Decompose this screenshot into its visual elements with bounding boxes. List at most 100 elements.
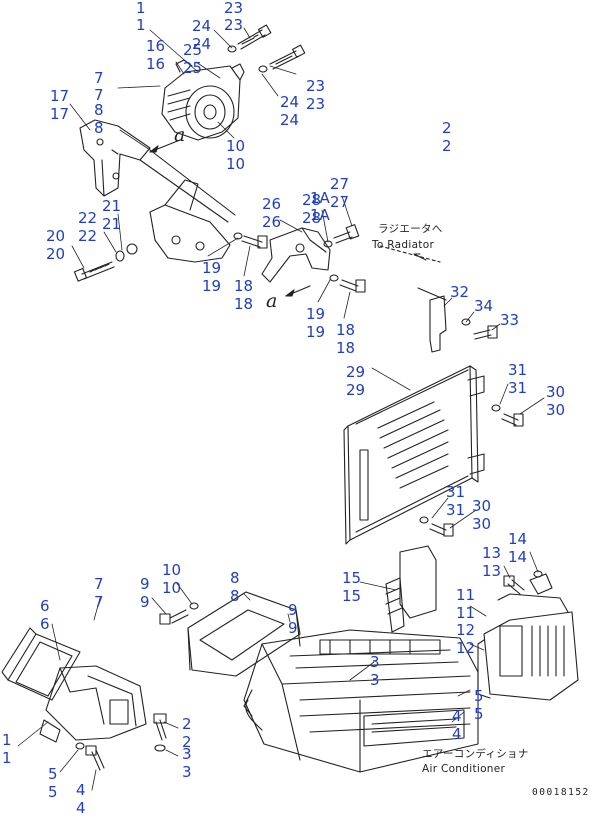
to-radiator-jp: ラジエータへ <box>378 223 443 235</box>
callout-27: 27 <box>330 193 350 211</box>
callout-2: 2 <box>442 137 452 155</box>
callout-9: 9 <box>140 575 150 593</box>
callout-8: 8 <box>94 101 104 119</box>
callout-9: 9 <box>140 593 150 611</box>
callout-2: 2 <box>182 715 192 733</box>
callout-10: 10 <box>226 137 246 155</box>
callout-24: 24 <box>280 111 300 129</box>
callout-9: 9 <box>288 619 298 637</box>
callout-15: 15 <box>342 587 362 605</box>
callout-34: 34 <box>474 297 494 315</box>
callout-12: 12 <box>456 639 476 657</box>
callout-33: 33 <box>500 311 520 329</box>
callout-18: 18 <box>336 339 356 357</box>
compressor <box>161 59 245 141</box>
bolt-9 <box>159 602 199 625</box>
callout-23: 23 <box>224 0 244 17</box>
callout-26: 26 <box>262 213 282 231</box>
bolt-20 <box>73 243 138 282</box>
callout-10: 10 <box>226 155 246 173</box>
callout-17: 17 <box>50 105 70 123</box>
callout-3: 3 <box>182 763 192 781</box>
callout-21: 21 <box>102 215 122 233</box>
callout-29: 29 <box>346 363 366 381</box>
callout-25: 25 <box>183 59 203 77</box>
callout-2: 2 <box>442 119 452 137</box>
leader-lines <box>17 27 545 791</box>
callout-1A: 1A <box>310 206 330 224</box>
callout-24: 24 <box>192 17 212 35</box>
callout-1: 1 <box>136 16 146 34</box>
callout-11: 11 <box>456 586 476 604</box>
callout-13: 13 <box>482 544 502 562</box>
to-radiator-en: To Radiator <box>372 239 435 251</box>
callout-30: 30 <box>546 401 566 419</box>
callout-2: 2 <box>182 733 192 751</box>
bolt-4 <box>75 742 105 771</box>
view-mark-a-lower: a <box>266 290 278 312</box>
bolt-27 <box>323 224 360 248</box>
blower-unit <box>477 573 579 701</box>
callout-4: 4 <box>452 725 462 743</box>
callout-22: 22 <box>78 209 98 227</box>
callout-21: 21 <box>102 197 122 215</box>
bolt-18-left <box>233 232 268 249</box>
callout-8: 8 <box>230 587 240 605</box>
callout-19: 19 <box>202 259 222 277</box>
callout-14: 14 <box>508 530 528 548</box>
callout-19: 19 <box>202 277 222 295</box>
bolt-23-middle <box>258 44 306 73</box>
bolt-2 <box>153 713 167 752</box>
callout-8: 8 <box>94 119 104 137</box>
vent-6 <box>1 627 81 701</box>
duct-15 <box>385 545 437 633</box>
callout-7: 7 <box>94 575 104 593</box>
callout-6: 6 <box>40 597 50 615</box>
callout-30: 30 <box>472 515 492 533</box>
callout-15: 15 <box>342 569 362 587</box>
callout-19: 19 <box>306 323 326 341</box>
callout-32: 32 <box>450 283 470 301</box>
bolt-33 <box>473 325 498 340</box>
callout-16: 16 <box>146 37 166 55</box>
callout-20: 20 <box>46 227 66 245</box>
callout-26: 26 <box>262 195 282 213</box>
callout-3: 3 <box>182 745 192 763</box>
callout-28: 28 <box>302 191 322 209</box>
condenser-bracket <box>417 287 471 353</box>
callout-30: 30 <box>546 383 566 401</box>
callout-31: 31 <box>446 483 466 501</box>
callout-13: 13 <box>482 562 502 580</box>
callout-1A: 1A <box>310 189 330 207</box>
callout-25: 25 <box>183 41 203 59</box>
callout-24: 24 <box>192 35 212 53</box>
callout-9: 9 <box>288 601 298 619</box>
housing-1 <box>39 665 147 743</box>
callout-22: 22 <box>78 227 98 245</box>
callout-23: 23 <box>306 95 326 113</box>
bolt-30-upper <box>491 404 524 427</box>
callout-18: 18 <box>234 277 254 295</box>
callout-5: 5 <box>474 687 484 705</box>
callout-23: 23 <box>224 16 244 34</box>
air-conditioner-en: Air Conditioner <box>422 763 506 775</box>
callout-16: 16 <box>146 55 166 73</box>
callout-7: 7 <box>94 69 104 87</box>
mount-plate <box>149 179 231 263</box>
bolt-18-right <box>329 274 366 293</box>
callout-10: 10 <box>162 561 182 579</box>
condenser <box>343 365 485 545</box>
callout-7: 7 <box>94 86 104 104</box>
view-arrow-lower-head <box>285 289 295 297</box>
bolt-30-lower <box>419 516 454 537</box>
callout-28: 28 <box>302 209 322 227</box>
view-mark-a-upper: a <box>174 124 186 146</box>
callout-31: 31 <box>508 379 528 397</box>
callout-4: 4 <box>76 781 86 799</box>
bolt-23-upper <box>227 24 272 53</box>
air-conditioner-jp: エアーコンディショナ <box>422 748 529 760</box>
callout-31: 31 <box>508 361 528 379</box>
callout-6: 6 <box>40 615 50 633</box>
callout-7: 7 <box>94 593 104 611</box>
callout-3: 3 <box>370 653 380 671</box>
